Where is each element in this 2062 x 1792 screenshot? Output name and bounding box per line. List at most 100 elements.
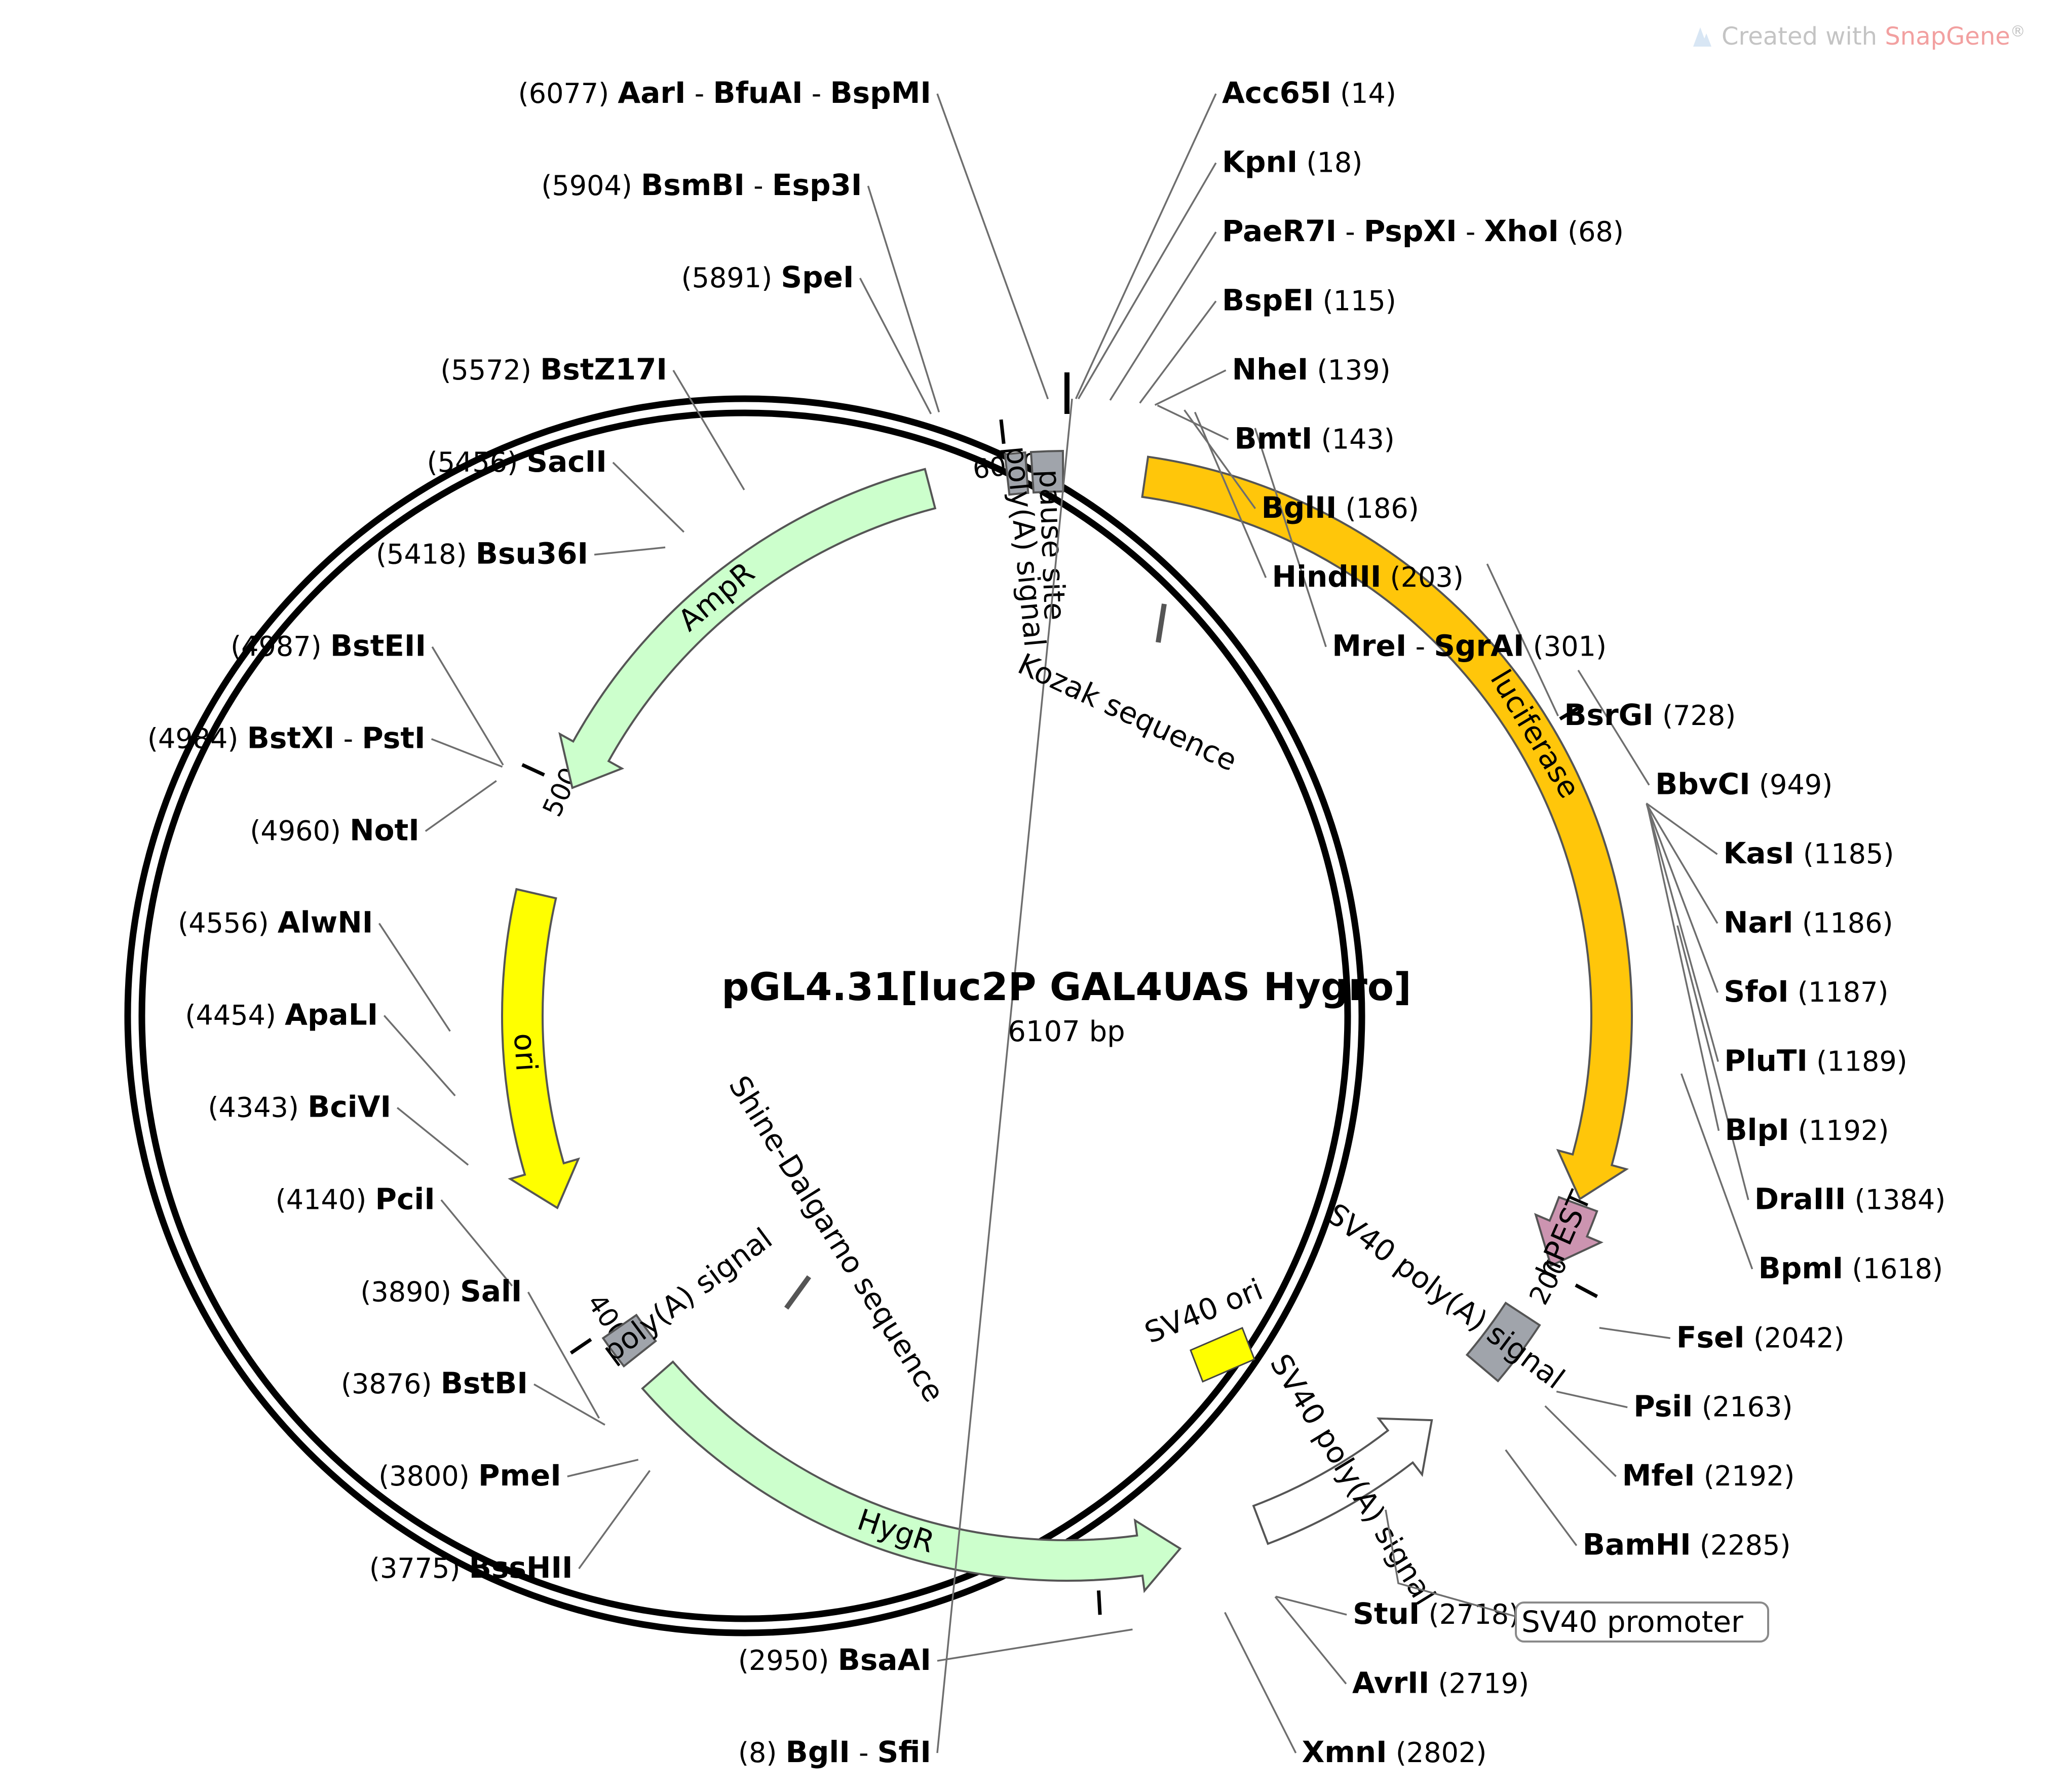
enzyme-nhei: NheI (139) xyxy=(1232,352,1391,387)
leader-bgli xyxy=(936,398,1073,1753)
luciferase-label: luciferase xyxy=(1483,664,1587,804)
kozak-label: Kozak sequence xyxy=(1013,646,1242,778)
enzyme-acc65i: Acc65I (14) xyxy=(1222,75,1396,110)
leader-apali xyxy=(383,1015,456,1096)
feature-hygr: HygR xyxy=(641,1360,1182,1593)
feature-hpest: hPEST xyxy=(1530,1186,1603,1283)
leader-nhei xyxy=(1154,369,1227,406)
sv40-ori-label: SV40 ori xyxy=(1140,1272,1268,1350)
hygr-shape xyxy=(641,1360,1182,1593)
leader-kasi xyxy=(1646,803,1718,855)
sv40-promoter-label: SV40 promoter xyxy=(1521,1605,1743,1639)
shine-dalgarno-mark xyxy=(784,1275,812,1310)
leader-bsrgi xyxy=(1486,563,1559,716)
tick-2000 xyxy=(1575,1283,1598,1299)
leader-bsmbi xyxy=(867,185,940,412)
leader-bbvci xyxy=(1577,669,1650,786)
enzyme-aari-bfuai-bspmi: (6077) AarI - BfuAI - BspMI xyxy=(518,75,931,110)
leader-bspei xyxy=(1139,300,1217,404)
enzyme-bbvci: BbvCI (949) xyxy=(1655,767,1832,802)
ori-shape xyxy=(501,888,581,1209)
tick-5000 xyxy=(521,763,545,777)
enzyme-bsshii: (3775) BssHII xyxy=(369,1550,573,1585)
leader-blpi xyxy=(1647,807,1720,1131)
leader-acc65i xyxy=(1075,93,1217,399)
leader-bamhi xyxy=(1505,1449,1578,1546)
leader-hindiii xyxy=(1194,411,1267,578)
enzyme-bglii: BglII (186) xyxy=(1262,490,1419,525)
leader-pluti xyxy=(1646,805,1719,1062)
enzyme-bpmi: BpmI (1618) xyxy=(1759,1251,1943,1285)
ori-label: ori xyxy=(507,1032,544,1073)
enzyme-psii: PsiI (2163) xyxy=(1633,1389,1792,1424)
enzyme-sali: (3890) SalI xyxy=(360,1274,522,1308)
enzyme-pcii: (4140) PciI xyxy=(276,1181,435,1216)
plasmid-name: pGL4.31[luc2P GAL4UAS Hygro] xyxy=(721,964,1411,1009)
leader-xmni xyxy=(1224,1612,1297,1753)
enzyme-bstbi: (3876) BstBI xyxy=(341,1366,528,1400)
enzyme-bsrgi: BsrGI (728) xyxy=(1564,698,1736,732)
leader-bstxi xyxy=(431,738,503,768)
leader-spei xyxy=(859,278,932,414)
enzyme-stui: StuI (2718) xyxy=(1353,1596,1519,1631)
enzyme-noti: (4960) NotI xyxy=(250,813,419,848)
plasmid-length: 6107 bp xyxy=(1008,1015,1125,1048)
leader-mfei xyxy=(1544,1405,1617,1477)
feature-ampr: AmpR xyxy=(558,468,937,789)
leader-bstbi xyxy=(533,1383,605,1426)
tick-3000 xyxy=(1097,1590,1102,1615)
enzyme-bcivi: (4343) BciVI xyxy=(208,1089,391,1124)
enzyme-bsteii: (4987) BstEII xyxy=(231,629,426,663)
enzyme-sacii: (5456) SacII xyxy=(427,444,607,479)
tick-1000 xyxy=(1559,705,1582,721)
kozak-mark xyxy=(1156,603,1167,643)
enzyme-leader-lines xyxy=(378,93,1753,1753)
backbone-inner-ring xyxy=(138,409,1351,1622)
enzyme-sfoi: SfoI (1187) xyxy=(1724,974,1888,1009)
enzyme-pmei: (3800) PmeI xyxy=(378,1458,561,1493)
sv40-promoter-leader xyxy=(1385,1509,1515,1617)
enzyme-bamhi: BamHI (2285) xyxy=(1583,1528,1791,1562)
leader-bpmi xyxy=(1680,1073,1753,1270)
feature-ori: ori xyxy=(501,888,581,1209)
leader-bglii xyxy=(1183,409,1256,509)
feature-pause-site: pause site xyxy=(1029,450,1072,621)
enzyme-labels: Acc65I (14)KpnI (18)PaeR7I - PspXI - Xho… xyxy=(147,75,1945,1769)
leader-alwni xyxy=(378,923,451,1032)
leader-pcii xyxy=(440,1199,513,1287)
leader-psii xyxy=(1556,1390,1628,1408)
enzyme-bstz17i: (5572) BstZ17I xyxy=(440,352,667,387)
enzyme-xmni: XmnI (2802) xyxy=(1302,1735,1487,1769)
watermark-text: Created with SnapGene® xyxy=(1722,22,2026,51)
leader-kpni xyxy=(1078,162,1217,400)
polya-signal-2-label: poly(A) signal xyxy=(596,1221,779,1369)
sv40-promoter-arrow-shape xyxy=(1252,1417,1433,1545)
enzyme-draiii: DraIII (1384) xyxy=(1754,1181,1945,1216)
snapgene-logo-icon xyxy=(1693,27,1711,47)
leader-fsei xyxy=(1599,1327,1671,1339)
leader-draiii xyxy=(1676,925,1749,1200)
enzyme-bsaai: (2950) BsaAI xyxy=(738,1643,931,1677)
enzyme-nari: NarI (1186) xyxy=(1724,905,1893,940)
leader-aari xyxy=(936,93,1049,400)
enzyme-apali: (4454) ApaLI xyxy=(185,997,378,1032)
leader-noti xyxy=(425,780,497,832)
sv40-polya-shape xyxy=(1465,1302,1541,1383)
enzyme-bmti: BmtI (143) xyxy=(1235,421,1395,455)
enzyme-spei: (5891) SpeI xyxy=(681,260,854,294)
leader-sfoi xyxy=(1646,804,1719,993)
sv40-promoter-arrow-label: SV40 poly(A) signal xyxy=(1263,1348,1442,1611)
enzyme-mrei-sgrai: MreI - SgrAI (301) xyxy=(1332,629,1607,663)
sv40-ori-box xyxy=(1190,1327,1255,1383)
enzyme-kasi: KasI (1185) xyxy=(1723,836,1894,870)
enzyme-blpi: BlpI (1192) xyxy=(1725,1113,1889,1147)
leader-bsu36i xyxy=(594,546,666,556)
feature-sv40-promoter-arrow: SV40 poly(A) signal xyxy=(1252,1348,1442,1611)
enzyme-bgli-sfii: (8) BglI - SfiI xyxy=(738,1735,931,1769)
enzyme-avrii: AvrII (2719) xyxy=(1352,1666,1529,1700)
sv40-promoter-box xyxy=(1515,1602,1769,1643)
enzyme-kpni: KpnI (18) xyxy=(1222,144,1362,179)
enzyme-bsmbi-esp3i: (5904) BsmBI - Esp3I xyxy=(541,168,862,202)
enzyme-fsei: FseI (2042) xyxy=(1676,1320,1845,1354)
